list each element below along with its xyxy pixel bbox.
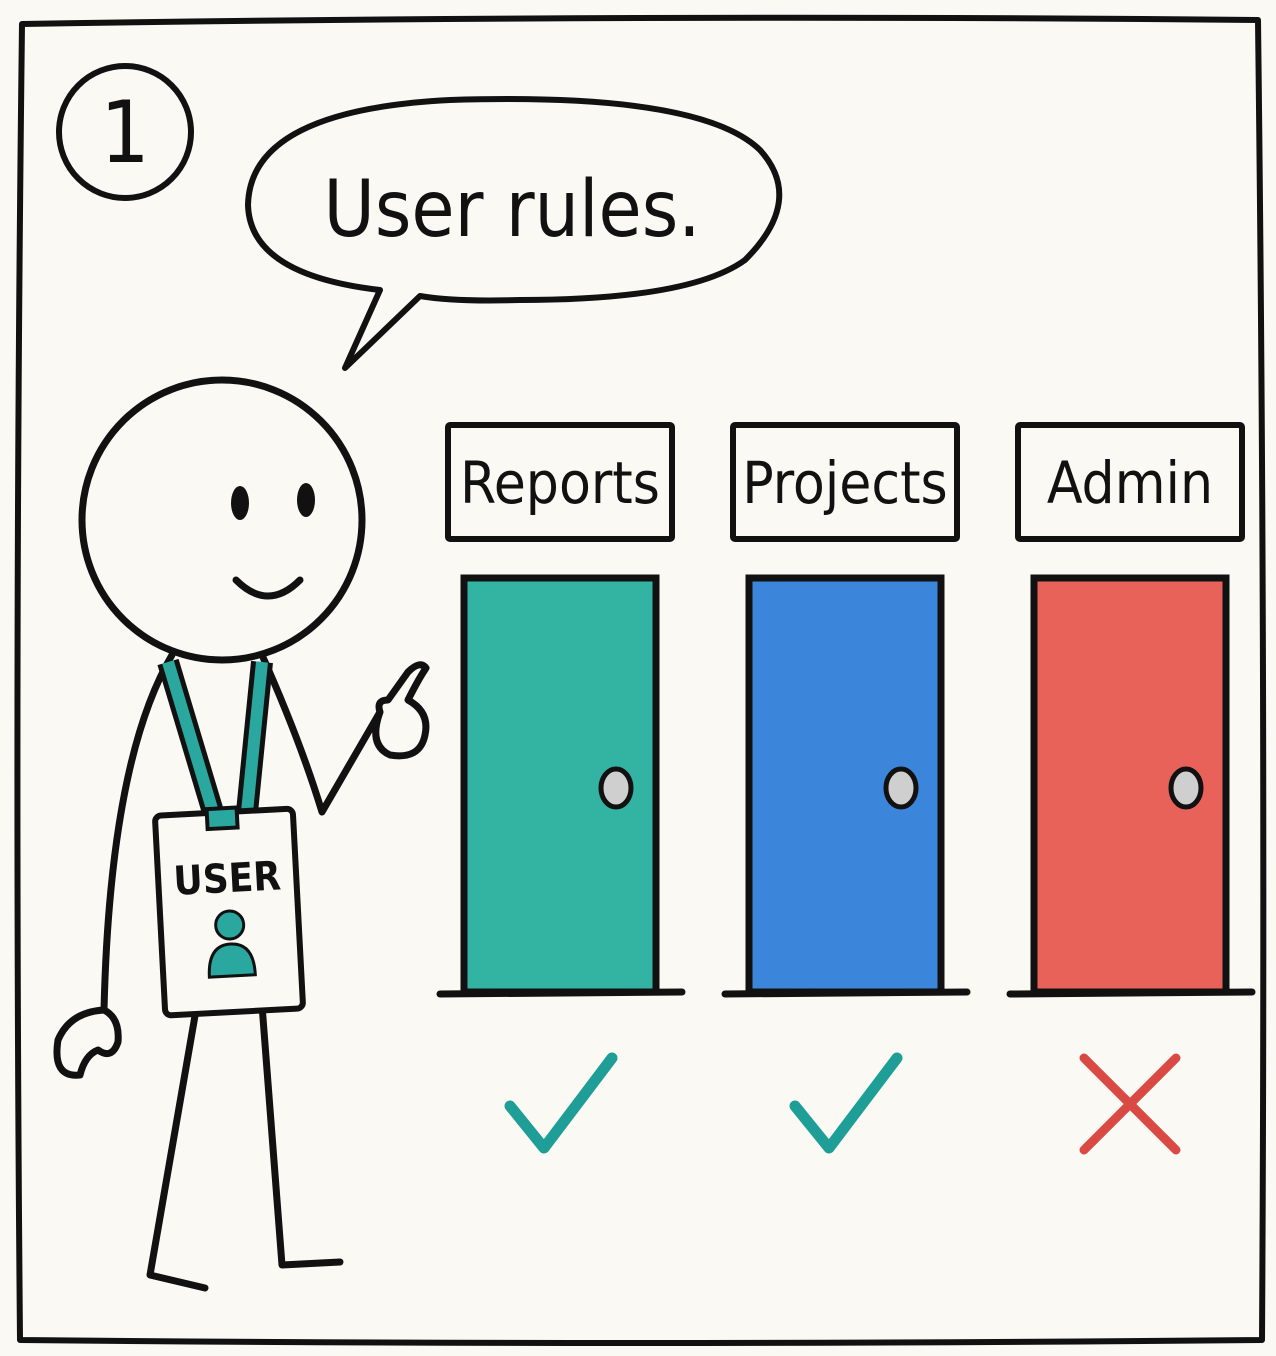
id-badge: USER — [152, 805, 306, 1019]
door-knob — [1168, 766, 1204, 810]
door-label: Admin — [1047, 449, 1213, 517]
user-silhouette-icon — [207, 909, 257, 979]
door-label: Reports — [460, 449, 660, 517]
door-knob — [598, 766, 634, 810]
doors-row: Reports Projects Admin — [436, 422, 1256, 1155]
door-projects[interactable]: Projects — [721, 422, 971, 1154]
door-sign-reports: Reports — [445, 422, 675, 542]
stick-figure — [53, 376, 430, 1292]
speech-text: User rules. — [323, 165, 700, 255]
door-admin[interactable]: Admin — [1006, 422, 1256, 1155]
checkmark-icon — [789, 1052, 903, 1154]
panel-number-badge: 1 — [56, 63, 194, 201]
door-sign-admin: Admin — [1015, 422, 1245, 542]
door-sign-projects: Projects — [730, 422, 960, 542]
badge-label: USER — [172, 853, 282, 905]
panel-number: 1 — [100, 83, 149, 183]
door-knob — [883, 766, 919, 810]
door-label: Projects — [742, 449, 947, 517]
checkmark-icon — [504, 1052, 618, 1154]
door-reports[interactable]: Reports — [436, 422, 686, 1154]
cross-icon — [1079, 1053, 1181, 1155]
figure-head — [78, 376, 366, 664]
speech-bubble: User rules. — [245, 96, 783, 371]
panel-frame — [14, 14, 1267, 1346]
